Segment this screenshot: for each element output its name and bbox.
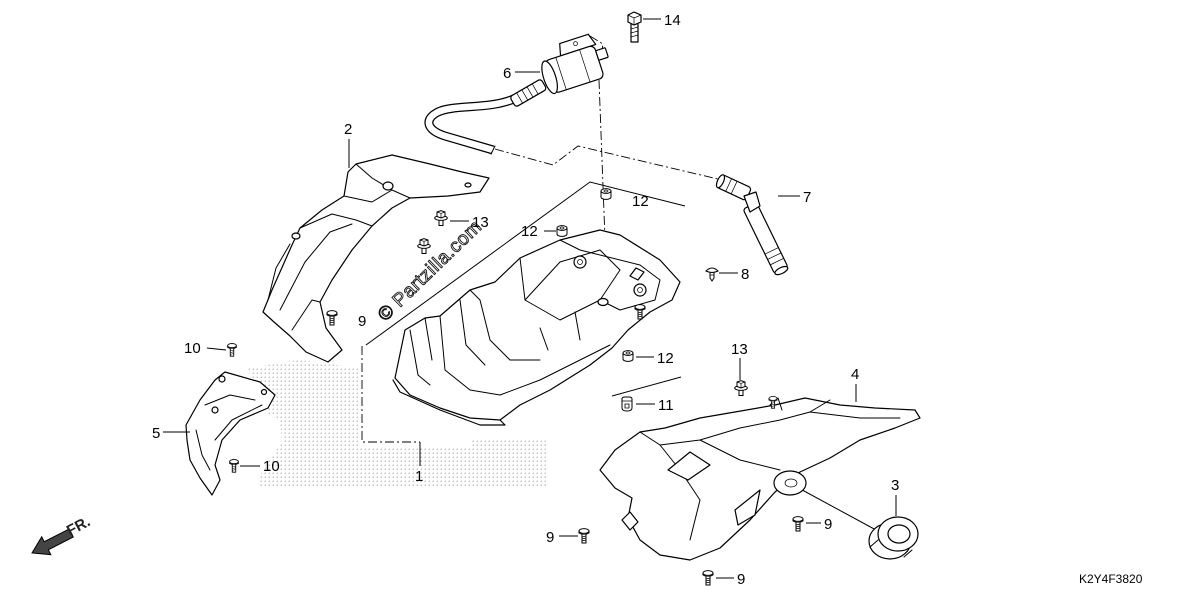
callout-9-left[interactable]: 9: [358, 313, 366, 330]
part-5-bracket: [185, 371, 276, 496]
callout-2[interactable]: 2: [344, 121, 352, 138]
callout-leaders: [163, 18, 897, 579]
callout-4[interactable]: 4: [851, 366, 859, 383]
part-10-screw-lower: [229, 459, 239, 473]
callout-13-lower[interactable]: 13: [731, 341, 748, 358]
callout-6[interactable]: 6: [503, 65, 511, 82]
callout-12-left[interactable]: 12: [521, 223, 538, 240]
part-9-screw-right: [792, 516, 804, 532]
part-11-clip-nut: [621, 396, 633, 412]
stipple-region: [248, 360, 546, 488]
callout-10-lower[interactable]: 10: [263, 458, 280, 475]
part-9-screw-bottom: [702, 570, 714, 586]
diagram-code: K2Y4F3820: [1079, 572, 1143, 586]
callout-12-lower[interactable]: 12: [657, 350, 674, 367]
callout-9-bottom[interactable]: 9: [737, 571, 745, 588]
callout-7[interactable]: 7: [803, 189, 811, 206]
front-direction-indicator: FR.: [31, 513, 93, 556]
callout-8[interactable]: 8: [741, 266, 749, 283]
callout-labels: 14 6 2 7 12 12 13 8 9 12 10 13 4 11 5 10…: [152, 12, 899, 588]
callout-12-top[interactable]: 12: [632, 193, 649, 210]
part-7-spark-plug-cap: [715, 174, 789, 276]
part-1-undertray: [392, 229, 681, 426]
callout-13-upper[interactable]: 13: [472, 214, 489, 231]
part-4-lower-cover: [599, 397, 921, 561]
part-13-clip-upper: [434, 210, 448, 226]
part-13-clip-lower: [734, 380, 748, 396]
guide-lines: [361, 35, 877, 531]
part-9-screw-bottom-left: [578, 528, 590, 544]
part-13-clip-upper-b: [417, 238, 431, 254]
callout-9-bottom-left[interactable]: 9: [546, 529, 554, 546]
part-2-cover: [262, 154, 490, 363]
callout-5[interactable]: 5: [152, 425, 160, 442]
callout-1[interactable]: 1: [415, 468, 423, 485]
callout-3[interactable]: 3: [891, 477, 899, 494]
part-3-grommet: [868, 516, 919, 560]
callout-9-right[interactable]: 9: [824, 516, 832, 533]
part-6-ignition-coil: [424, 33, 609, 155]
part-8-rivet: [705, 267, 719, 282]
part-10-screw-upper: [227, 343, 237, 357]
part-12-bushing-left: [556, 225, 568, 237]
front-arrow-icon: [31, 528, 74, 556]
callout-10-upper[interactable]: 10: [184, 340, 201, 357]
part-12-bushing-top: [600, 188, 612, 200]
callout-11[interactable]: 11: [658, 397, 674, 414]
callout-14[interactable]: 14: [664, 12, 681, 29]
part-9-screw-left: [326, 310, 338, 326]
part-12-bushing-lower: [622, 350, 634, 362]
part-14-bolt: [627, 11, 642, 43]
